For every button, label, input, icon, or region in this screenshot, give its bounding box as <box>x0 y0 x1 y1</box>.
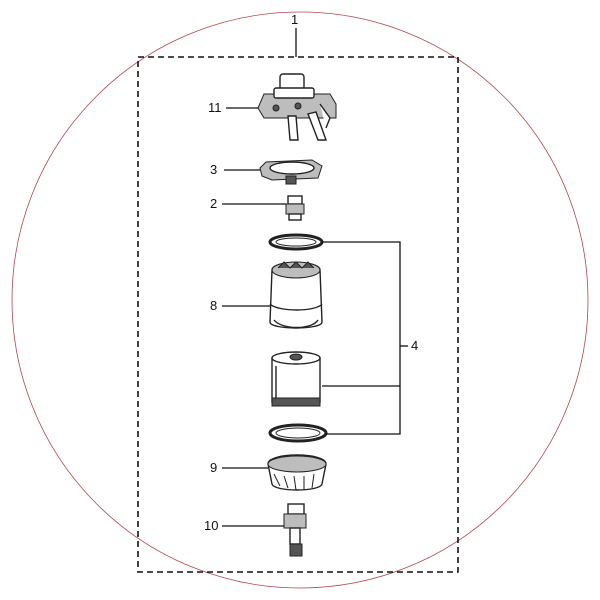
callout-10: 10 <box>204 518 284 533</box>
assembly-boundary <box>137 56 459 573</box>
outer-circle <box>11 11 589 589</box>
callout-9-label: 9 <box>210 460 217 475</box>
callout-11-label: 11 <box>208 100 222 115</box>
filter-element <box>271 351 321 407</box>
callout-2: 2 <box>210 196 286 211</box>
callout-4-label: 4 <box>411 338 418 353</box>
drain-cap <box>267 454 327 491</box>
callout-3-label: 3 <box>210 162 217 177</box>
callout-11: 11 <box>208 100 258 115</box>
callout-10-label: 10 <box>204 518 218 533</box>
callout-1-label: 1 <box>291 12 298 27</box>
drain-valve <box>283 503 307 557</box>
filter-bowl <box>269 261 323 329</box>
nipple <box>285 195 305 221</box>
filter-head <box>257 73 337 141</box>
callout-1: 1 <box>291 12 298 57</box>
top-o-ring <box>268 233 324 251</box>
callout-8: 8 <box>210 298 270 313</box>
callout-9: 9 <box>210 460 268 475</box>
bottom-o-ring <box>268 423 328 443</box>
callout-4: 4 <box>322 241 418 435</box>
clamp-ring <box>259 159 323 185</box>
callout-2-label: 2 <box>210 196 217 211</box>
callout-8-label: 8 <box>210 298 217 313</box>
callout-3: 3 <box>210 162 260 177</box>
